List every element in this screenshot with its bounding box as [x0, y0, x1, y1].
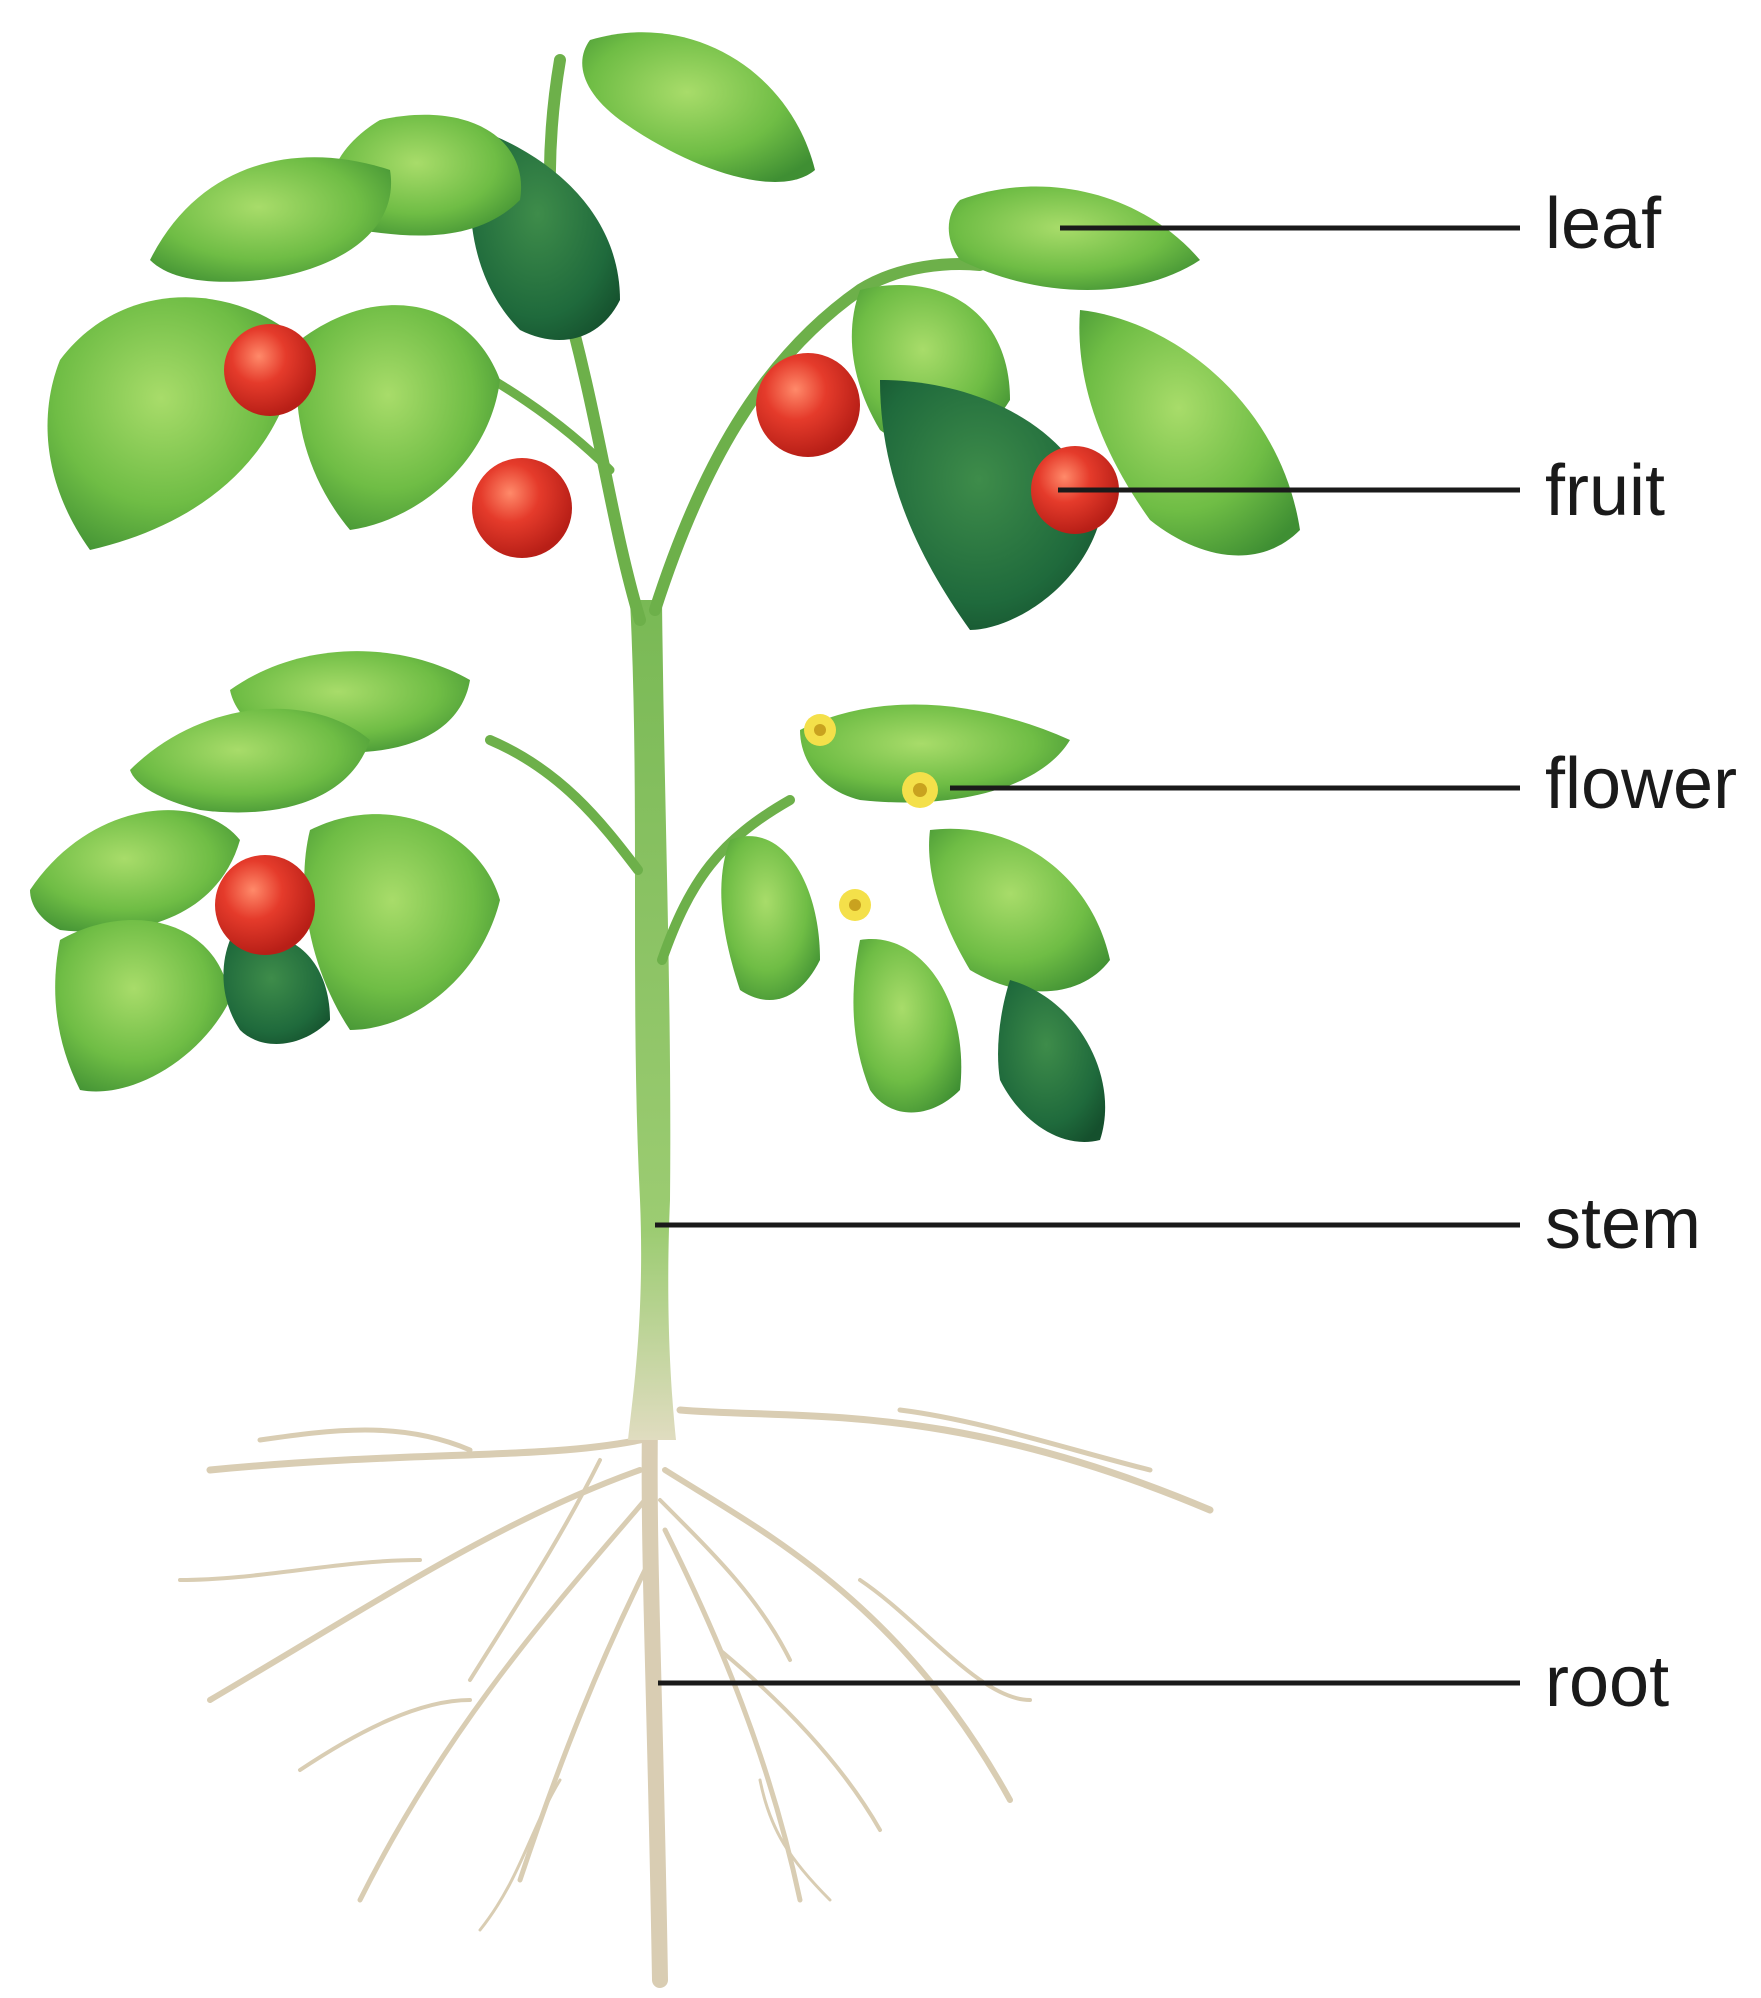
labels: leaf fruit flower stem root [1545, 184, 1737, 1722]
flower-icon [839, 889, 871, 921]
label-fruit: fruit [1545, 451, 1665, 531]
flower-icon [902, 772, 938, 808]
tomato [215, 855, 315, 955]
label-leaf: leaf [1545, 184, 1662, 264]
tomato [472, 458, 572, 558]
label-flower: flower [1545, 744, 1737, 824]
tomato [756, 353, 860, 457]
label-root: root [1545, 1642, 1669, 1722]
tomato [224, 324, 316, 416]
flower-icon [804, 714, 836, 746]
roots [180, 1410, 1210, 1980]
label-stem: stem [1545, 1184, 1701, 1264]
